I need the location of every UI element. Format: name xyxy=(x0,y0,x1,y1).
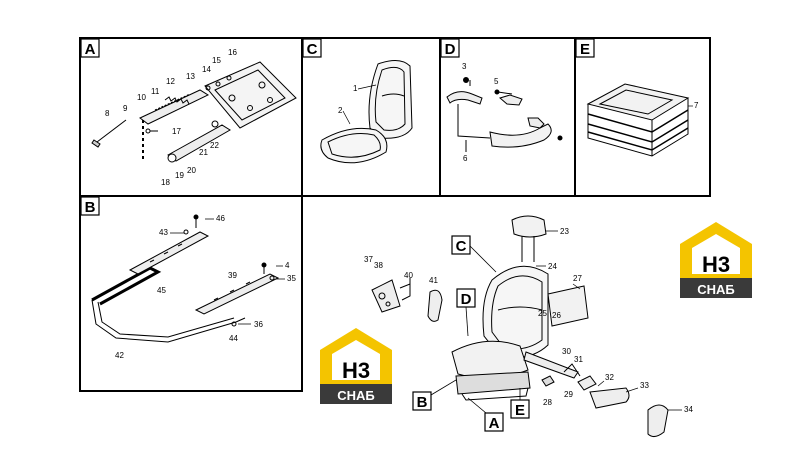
svg-text:D: D xyxy=(461,291,472,308)
callout-27: 27 xyxy=(573,274,582,283)
svg-text:E: E xyxy=(580,41,590,58)
callout-6: 6 xyxy=(463,154,468,163)
section-a-drawing xyxy=(91,61,297,163)
callout-22: 22 xyxy=(210,141,219,150)
svg-text:H3: H3 xyxy=(342,358,370,383)
callout-35: 35 xyxy=(287,274,296,283)
callout-3: 3 xyxy=(462,62,467,71)
callout-20: 20 xyxy=(187,166,196,175)
svg-text:D: D xyxy=(445,41,456,58)
main-label-c: C xyxy=(451,235,497,273)
callout-7: 7 xyxy=(694,101,699,110)
callout-17: 17 xyxy=(172,127,181,136)
section-d-callouts: 3 5 6 xyxy=(462,62,499,163)
callout-32: 32 xyxy=(605,373,614,382)
svg-text:A: A xyxy=(85,41,96,58)
svg-text:C: C xyxy=(307,41,318,58)
callout-44: 44 xyxy=(229,334,238,343)
callout-46: 46 xyxy=(216,214,225,223)
callout-34: 34 xyxy=(684,405,693,414)
callout-11: 11 xyxy=(151,87,160,96)
svg-text:B: B xyxy=(85,199,96,216)
main-callouts: 23 24 37 38 40 41 27 25 26 30 31 32 33 2… xyxy=(364,227,693,414)
main-label-a: A xyxy=(467,397,504,432)
callout-36: 36 xyxy=(254,320,263,329)
section-label-e: E xyxy=(575,38,595,58)
section-label-a: A xyxy=(80,38,100,58)
section-c-drawing xyxy=(320,60,413,164)
callout-45: 45 xyxy=(157,286,166,295)
section-c-callouts: 1 2 xyxy=(338,84,377,125)
section-label-c: C xyxy=(302,38,322,58)
callout-4: 4 xyxy=(285,261,290,270)
svg-text:C: C xyxy=(456,238,467,255)
frame-grid xyxy=(79,37,711,392)
main-label-e: E xyxy=(510,388,530,419)
brand-logo: H3 CHAБ xyxy=(680,222,752,298)
callout-8: 8 xyxy=(105,109,110,118)
callout-25: 25 xyxy=(538,309,547,318)
callout-43: 43 xyxy=(159,228,168,237)
section-e-drawing xyxy=(586,83,690,157)
main-label-d: D xyxy=(456,288,476,337)
main-seat-drawing xyxy=(371,215,669,438)
callout-15: 15 xyxy=(212,56,221,65)
callout-2: 2 xyxy=(338,106,343,115)
callout-13: 13 xyxy=(186,72,195,81)
callout-41: 41 xyxy=(429,276,438,285)
svg-text:H3: H3 xyxy=(702,252,730,277)
callout-23: 23 xyxy=(560,227,569,236)
callout-38: 38 xyxy=(374,261,383,270)
callout-14: 14 xyxy=(202,65,211,74)
section-label-d: D xyxy=(440,38,460,58)
section-e-callouts: 7 xyxy=(688,101,699,110)
callout-5: 5 xyxy=(494,77,499,86)
callout-10: 10 xyxy=(137,93,146,102)
callout-16: 16 xyxy=(228,48,237,57)
callout-29: 29 xyxy=(564,390,573,399)
callout-33: 33 xyxy=(640,381,649,390)
callout-39: 39 xyxy=(228,271,237,280)
callout-12: 12 xyxy=(166,77,175,86)
main-label-b: B xyxy=(412,379,457,411)
callout-26: 26 xyxy=(552,311,561,320)
callout-1: 1 xyxy=(353,84,358,93)
section-a-callouts: 16 15 14 13 12 11 10 9 8 17 21 22 18 19 … xyxy=(105,48,237,187)
svg-text:E: E xyxy=(515,402,525,419)
callout-18: 18 xyxy=(161,178,170,187)
callout-24: 24 xyxy=(548,262,557,271)
section-b-callouts: 46 43 45 4 39 35 36 44 42 xyxy=(115,214,296,360)
svg-text:A: A xyxy=(489,415,500,432)
svg-text:CHAБ: CHAБ xyxy=(337,388,375,403)
section-b-drawing xyxy=(91,214,280,343)
brand-logo-2: H3 CHAБ xyxy=(320,328,392,404)
callout-37: 37 xyxy=(364,255,373,264)
callout-42: 42 xyxy=(115,351,124,360)
callout-21: 21 xyxy=(199,148,208,157)
svg-text:CHAБ: CHAБ xyxy=(697,282,735,297)
section-d-drawing xyxy=(446,77,563,152)
callout-31: 31 xyxy=(574,355,583,364)
callout-19: 19 xyxy=(175,171,184,180)
callout-30: 30 xyxy=(562,347,571,356)
callout-28: 28 xyxy=(543,398,552,407)
section-label-b: B xyxy=(80,196,100,216)
svg-text:B: B xyxy=(417,394,428,411)
callout-9: 9 xyxy=(123,104,128,113)
callout-40: 40 xyxy=(404,271,413,280)
